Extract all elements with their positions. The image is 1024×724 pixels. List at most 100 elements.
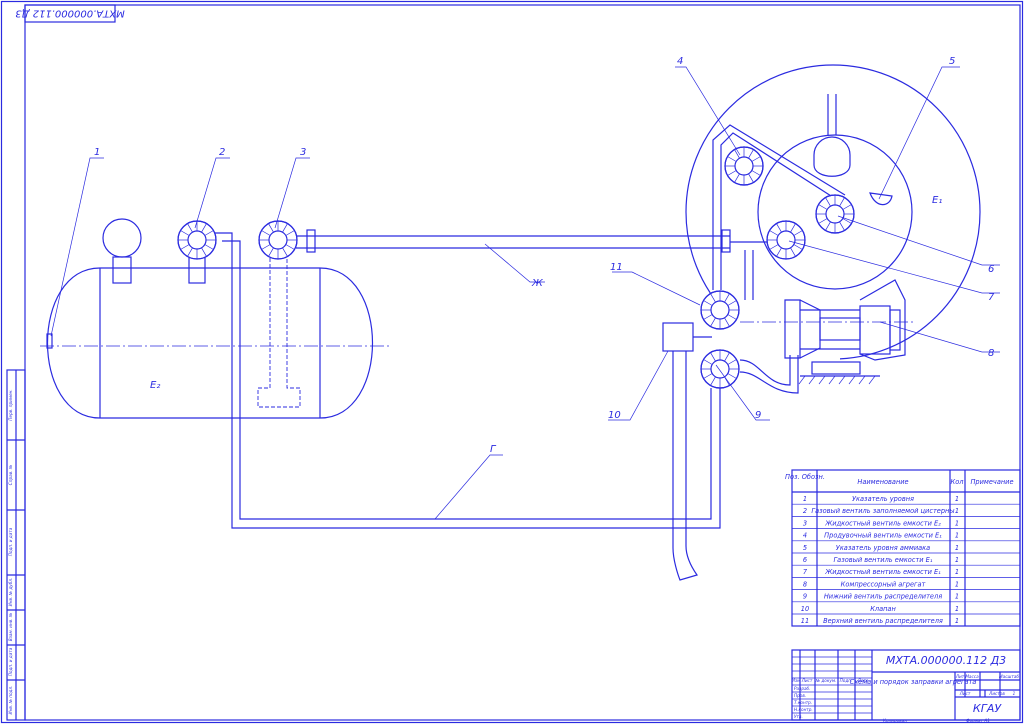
purge-pipe [712,124,846,290]
format-label: Формат А1 [966,718,990,723]
level-indicator-stub [46,333,53,349]
rotated-code-box [24,4,116,23]
spec-header-note: Примечание [970,478,1013,486]
spec-row-pos: 2 [803,507,807,515]
title-mass: Масса [965,674,979,679]
leader-lines [50,66,1000,520]
level-indicator-e1 [813,94,893,206]
spec-row-qty: 1 [955,617,959,625]
spec-row-qty: 1 [955,507,959,515]
title-block-header: Дата [857,678,869,683]
pos-label-10: 10 [608,410,621,421]
title-sheets-count: 1 [1013,691,1016,696]
valve-2-symbol [177,220,217,260]
pos-label-8: 8 [988,348,994,359]
spec-row-qty: 1 [955,568,959,576]
strip-label-6: Инв. № подл. [8,686,13,715]
title-block-role: Утв. [794,714,803,719]
strip-label-4: Взам. инв. № [8,612,13,641]
spec-row-name: Газовый вентиль емкости Е₁ [833,556,932,564]
strip-label-3: Инв. № дубл. [8,578,13,607]
valve-9-symbol [700,349,740,389]
pos-label-5: 5 [949,56,955,67]
left-strip: Перв. примен. Справ. № Подп. и дата Инв.… [6,369,26,721]
tank-e2: Е₂ [40,267,390,419]
spec-row-pos: 6 [803,556,807,564]
tank-e1-label: Е₁ [932,195,942,206]
spec-row-pos: 4 [803,532,807,540]
spec-row-name: Указатель уровня [852,495,914,503]
spec-row-pos: 10 [801,605,809,613]
title-doc-name: Схема и порядок заправки агрегата [850,678,977,686]
title-sheets: Листов [988,691,1005,696]
position-labels: 1 2 3 4 5 6 7 8 9 10 11 Ж Г [94,56,995,455]
distributor-pipes [739,250,799,394]
line-g [214,232,721,529]
tank-e2-label: Е₂ [150,380,160,391]
spec-row-qty: 1 [955,556,959,564]
valve-11-symbol [700,290,740,330]
copied-label: Копировал [883,718,907,723]
title-document-code: МХТА.000000.112 Д3 [886,654,1006,667]
drawing-frame [24,4,1021,721]
strip-label-0: Перв. примен. [8,389,13,420]
spec-row-qty: 1 [955,532,959,540]
title-sheet: Лист [959,691,971,696]
pos-label-1: 1 [94,147,100,158]
valve-10-clapan [662,322,712,581]
title-block-role: Т.контр. [794,700,812,705]
pos-label-7: 7 [988,292,995,303]
rotated-document-code: МХТА.000000.112 Д3 [15,8,124,19]
valve-2 [188,256,206,284]
title-scale: Масштаб [999,674,1019,679]
pos-label-11: 11 [610,262,623,273]
spec-row-name: Жидкостный вентиль емкости Е₁ [824,568,941,576]
spec-row-qty: 1 [955,495,959,503]
spec-header-name: Наименование [857,478,908,486]
spec-row-name: Клапан [870,605,896,613]
spec-row-pos: 8 [803,580,807,588]
valve-3-symbol [258,220,298,260]
title-block: МХТА.000000.112 Д3 Схема и порядок запра… [791,649,1021,721]
spec-row-qty: 1 [955,544,959,552]
pos-label-9: 9 [755,410,761,421]
title-block-role: Пров. [794,693,806,698]
compressor-unit [740,279,915,385]
pos-label-2: 2 [219,147,225,158]
spec-row-pos: 9 [803,593,807,601]
title-lit: Лит [955,674,965,679]
spec-row-name: Верхний вентиль распределителя [823,617,943,625]
spec-row-name: Указатель уровня аммиака [836,544,930,552]
valve-3-dip-pipe [257,258,301,408]
spec-header-qty: Кол [951,478,965,486]
line-g-label: Г [490,444,497,455]
spec-header-pos: Поз. Обозн. [785,473,825,481]
spec-row-name: Нижний вентиль распределителя [824,593,942,601]
line-zh-label: Ж [531,278,544,289]
line-zh [296,229,770,253]
title-block-role: Н.контр. [794,707,813,712]
title-block-role: Разраб. [794,686,810,691]
spec-row-pos: 3 [803,519,807,527]
title-block-header: Изм [792,678,801,683]
gauge-e2 [102,218,142,284]
spec-row-pos: 1 [803,495,807,503]
pos-label-4: 4 [677,56,683,67]
pos-label-3: 3 [300,147,306,158]
strip-label-5: Подп. и дата [8,647,13,676]
title-block-header: Подп. [840,678,853,683]
pos-label-6: 6 [988,264,994,275]
spec-row-qty: 1 [955,593,959,601]
spec-table: Поз. Обозн. Наименование Кол Примечание … [785,469,1021,627]
title-org: КГАУ [973,702,1002,715]
strip-label-1: Справ. № [8,464,13,485]
spec-row-pos: 11 [801,617,809,625]
strip-label-2: Подп. и дата [8,527,13,556]
spec-row-qty: 1 [955,605,959,613]
valve-7-symbol [766,220,806,260]
spec-row-name: Газовый вентиль заполняемой цистерны [811,507,954,515]
spec-row-name: Жидкостный вентиль емкости Е₂ [824,519,941,527]
valve-group [177,146,855,389]
